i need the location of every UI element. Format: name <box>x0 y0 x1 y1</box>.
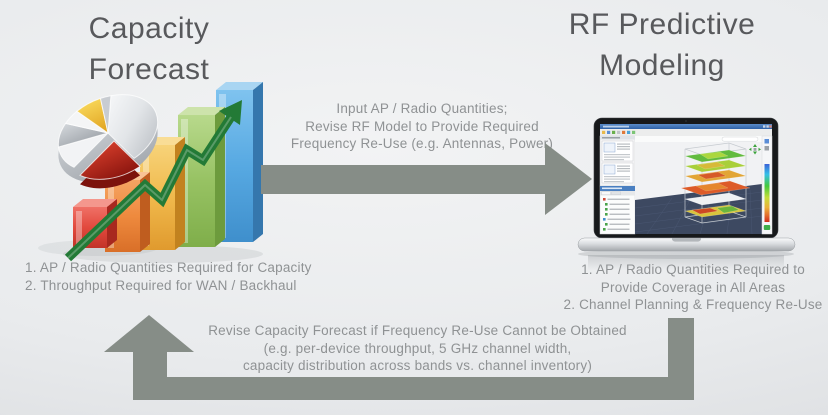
label-line: Revise RF Model to Provide Required <box>305 118 539 134</box>
note-line: 1. AP / Radio Quantities Required for Ca… <box>25 260 312 275</box>
forward-arrow-shaft <box>261 165 545 194</box>
view-search-box <box>721 136 759 142</box>
toolbar-icons <box>602 130 636 134</box>
floor-plan-card <box>601 162 634 184</box>
title-line: Capacity <box>88 12 210 45</box>
view-nav-arrows <box>748 144 761 155</box>
webcam-icon <box>685 120 687 122</box>
color-scale-legend <box>764 164 770 222</box>
legend-panel <box>761 135 773 235</box>
note-line: 2. Throughput Required for WAN / Backhau… <box>25 277 297 293</box>
label-line: capacity distribution across bands vs. c… <box>242 358 593 373</box>
laptop-reflection <box>588 255 784 270</box>
floor-list-panel <box>599 135 636 187</box>
rf-planning-app <box>599 124 773 235</box>
laptop-illustration <box>577 117 796 270</box>
title-line: Modeling <box>599 49 725 82</box>
project-tree-panel <box>599 185 636 235</box>
tree-rows <box>603 198 631 231</box>
forward-arrow-label: Input AP / Radio Quantities; Revise RF M… <box>262 100 582 153</box>
app-titlebar <box>600 124 772 129</box>
floor-plan-card <box>601 140 634 162</box>
laptop-screen <box>593 117 779 239</box>
rf-modeling-notes: 1. AP / Radio Quantities Required to Pro… <box>557 261 828 314</box>
return-arrow-segment-up <box>133 350 167 400</box>
note-line: Provide Coverage in All Areas <box>600 279 786 295</box>
legend-button <box>763 225 771 230</box>
rf-3d-model <box>680 142 751 224</box>
pie-slice-silver <box>107 94 159 160</box>
model-canvas <box>634 136 763 235</box>
laptop-base-notch <box>671 238 702 242</box>
title-line: RF Predictive <box>568 8 756 41</box>
return-arrow-head <box>104 315 194 352</box>
label-line: Frequency Re-Use (e.g. Antennas, Power) <box>290 136 554 151</box>
note-line: 2. Channel Planning & Frequency Re-Use <box>563 297 823 312</box>
title-line: Forecast <box>88 53 210 86</box>
growth-arrow-icon <box>64 100 242 262</box>
forward-arrow-head <box>545 143 592 215</box>
label-line: Input AP / Radio Quantities; <box>336 101 508 116</box>
note-line: 1. AP / Radio Quantities Required to <box>581 262 805 277</box>
return-arrow-label: Revise Capacity Forecast if Frequency Re… <box>165 322 670 375</box>
capacity-chart-illustration <box>38 82 263 263</box>
capacity-forecast-title: Capacity Forecast <box>38 8 260 90</box>
pie-slice-gray-small <box>99 95 112 134</box>
label-line: Revise Capacity Forecast if Frequency Re… <box>208 323 627 338</box>
rf-predictive-modeling-title: RF Predictive Modeling <box>538 4 786 86</box>
label-line: (e.g. per-device throughput, 5 GHz chann… <box>263 340 572 356</box>
pie-slice-red <box>79 140 141 180</box>
pie-chart <box>57 94 159 189</box>
return-arrow-segment-across <box>150 377 694 400</box>
app-toolbar <box>600 129 772 136</box>
bar-green <box>178 107 225 247</box>
laptop-base <box>577 237 796 252</box>
heatmap-floor <box>684 192 747 206</box>
capacity-notes: 1. AP / Radio Quantities Required for Ca… <box>25 259 325 294</box>
